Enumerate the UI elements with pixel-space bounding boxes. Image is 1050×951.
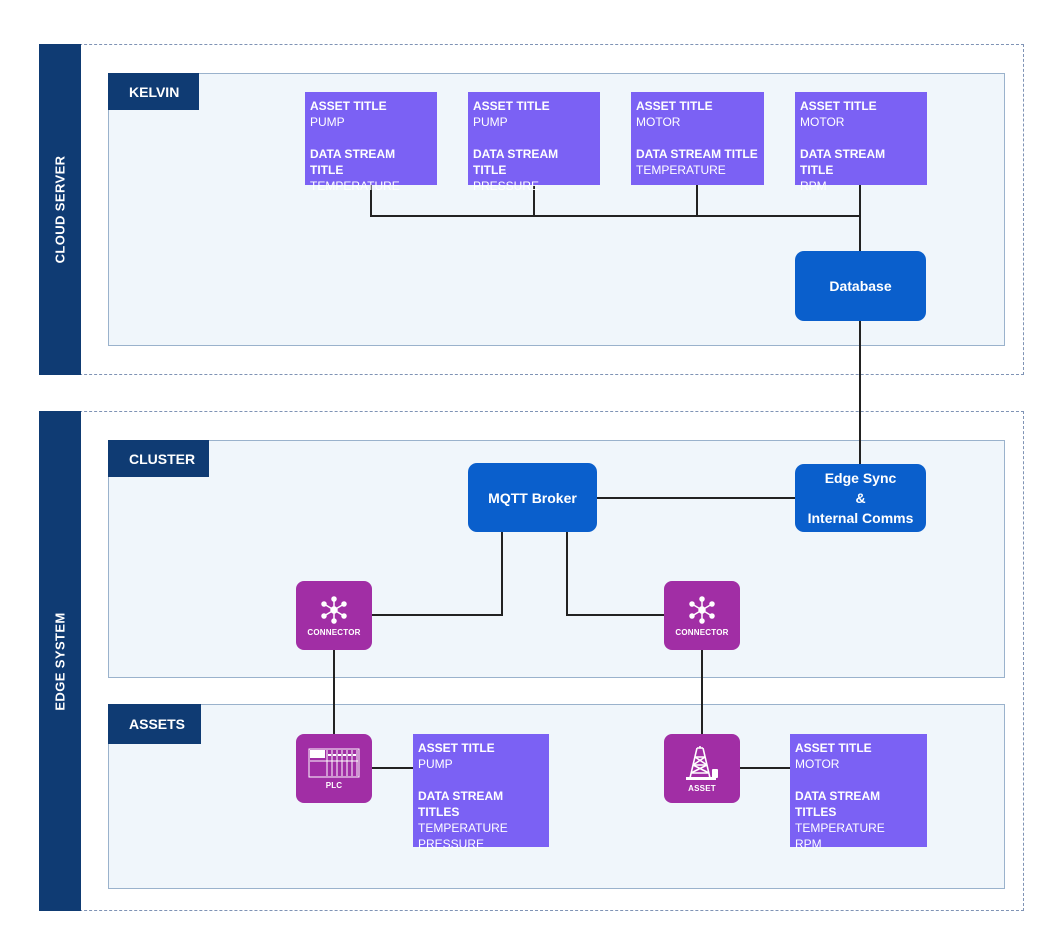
line-cards-bus [370,185,860,217]
asset-node: ASSET [664,734,740,803]
kelvin-tag: KELVIN [108,73,199,110]
hub-icon [689,595,715,624]
line-broker-to-connector-left [372,532,503,616]
line-broker-to-connector-right [566,532,664,616]
connector-node-right: CONNECTOR [664,581,740,650]
cluster-tag: CLUSTER [108,440,209,477]
edge-sync-node: Edge Sync & Internal Comms [795,464,926,532]
cloud-card-3: ASSET TITLE MOTOR DATA STREAM TITLE TEMP… [631,92,764,185]
cloud-server-band: CLOUD SERVER [39,44,81,375]
oil-derrick-icon [686,745,718,780]
mqtt-broker-node: MQTT Broker [468,463,597,532]
asset-card-motor: ASSET TITLE MOTOR DATA STREAM TITLES TEM… [790,734,927,851]
cloud-card-1: ASSET TITLE PUMP DATA STREAM TITLE TEMPE… [305,92,437,193]
hub-icon [321,595,347,624]
plc-rack-icon [308,748,360,777]
assets-tag: ASSETS [108,704,201,744]
connector-node-left: CONNECTOR [296,581,372,650]
cloud-card-2: ASSET TITLE PUMP DATA STREAM TITLE PRESS… [468,92,600,193]
database-node: Database [795,251,926,321]
cloud-card-4: ASSET TITLE MOTOR DATA STREAM TITLE RPM [795,92,927,193]
plc-node: PLC [296,734,372,803]
asset-card-pump: ASSET TITLE PUMP DATA STREAM TITLES TEMP… [413,734,549,851]
edge-system-band: EDGE SYSTEM [39,411,81,911]
